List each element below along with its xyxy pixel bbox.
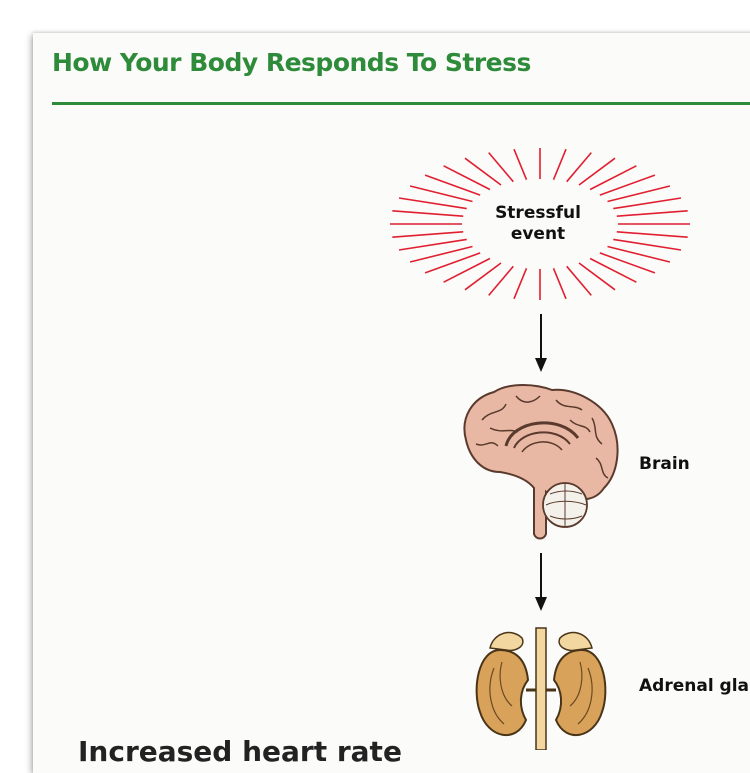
stressful-event-label: Stressful event <box>470 203 606 245</box>
burst-ray <box>599 252 656 274</box>
burst-ray <box>392 210 464 217</box>
burst-ray <box>464 262 502 291</box>
brain-icon <box>463 384 619 540</box>
event-label-line1: Stressful <box>495 203 581 223</box>
burst-ray <box>566 152 592 183</box>
adrenal-glands-label: Adrenal glands <box>639 676 750 696</box>
arrow-down-icon <box>535 553 547 611</box>
burst-ray <box>409 185 473 203</box>
burst-ray <box>398 238 467 251</box>
burst-ray <box>552 267 567 300</box>
burst-ray <box>599 174 656 196</box>
burst-ray <box>424 252 481 274</box>
burst-ray <box>616 210 688 217</box>
burst-ray <box>578 262 616 291</box>
brain-label: Brain <box>639 454 690 474</box>
burst-ray <box>589 165 637 191</box>
burst-ray <box>589 257 637 283</box>
burst-ray <box>613 197 682 210</box>
burst-icon <box>390 148 690 300</box>
burst-ray <box>392 231 464 238</box>
burst-ray <box>488 265 514 296</box>
burst-ray <box>552 148 567 181</box>
burst-ray <box>616 231 688 238</box>
burst-ray <box>578 157 616 186</box>
burst-ray <box>443 165 491 191</box>
burst-ray <box>464 157 502 186</box>
event-label-line2: event <box>510 224 566 244</box>
burst-ray <box>566 265 592 296</box>
page-title: How Your Body Responds To Stress <box>52 48 531 77</box>
burst-ray <box>513 267 528 300</box>
burst-ray <box>613 238 682 251</box>
adrenal-glands-icon <box>475 627 607 750</box>
title-divider <box>52 102 750 105</box>
heart-rate-label: Increased heart rate <box>78 735 402 768</box>
burst-ray <box>607 185 671 203</box>
burst-ray <box>488 152 514 183</box>
burst-ray <box>409 245 473 263</box>
burst-ray <box>424 174 481 196</box>
burst-ray <box>513 148 528 181</box>
burst-ray <box>607 245 671 263</box>
burst-ray <box>443 257 491 283</box>
paper-sheet <box>33 33 750 773</box>
arrow-down-icon <box>535 314 547 372</box>
stress-response-diagram <box>390 148 690 750</box>
burst-ray <box>398 197 467 210</box>
